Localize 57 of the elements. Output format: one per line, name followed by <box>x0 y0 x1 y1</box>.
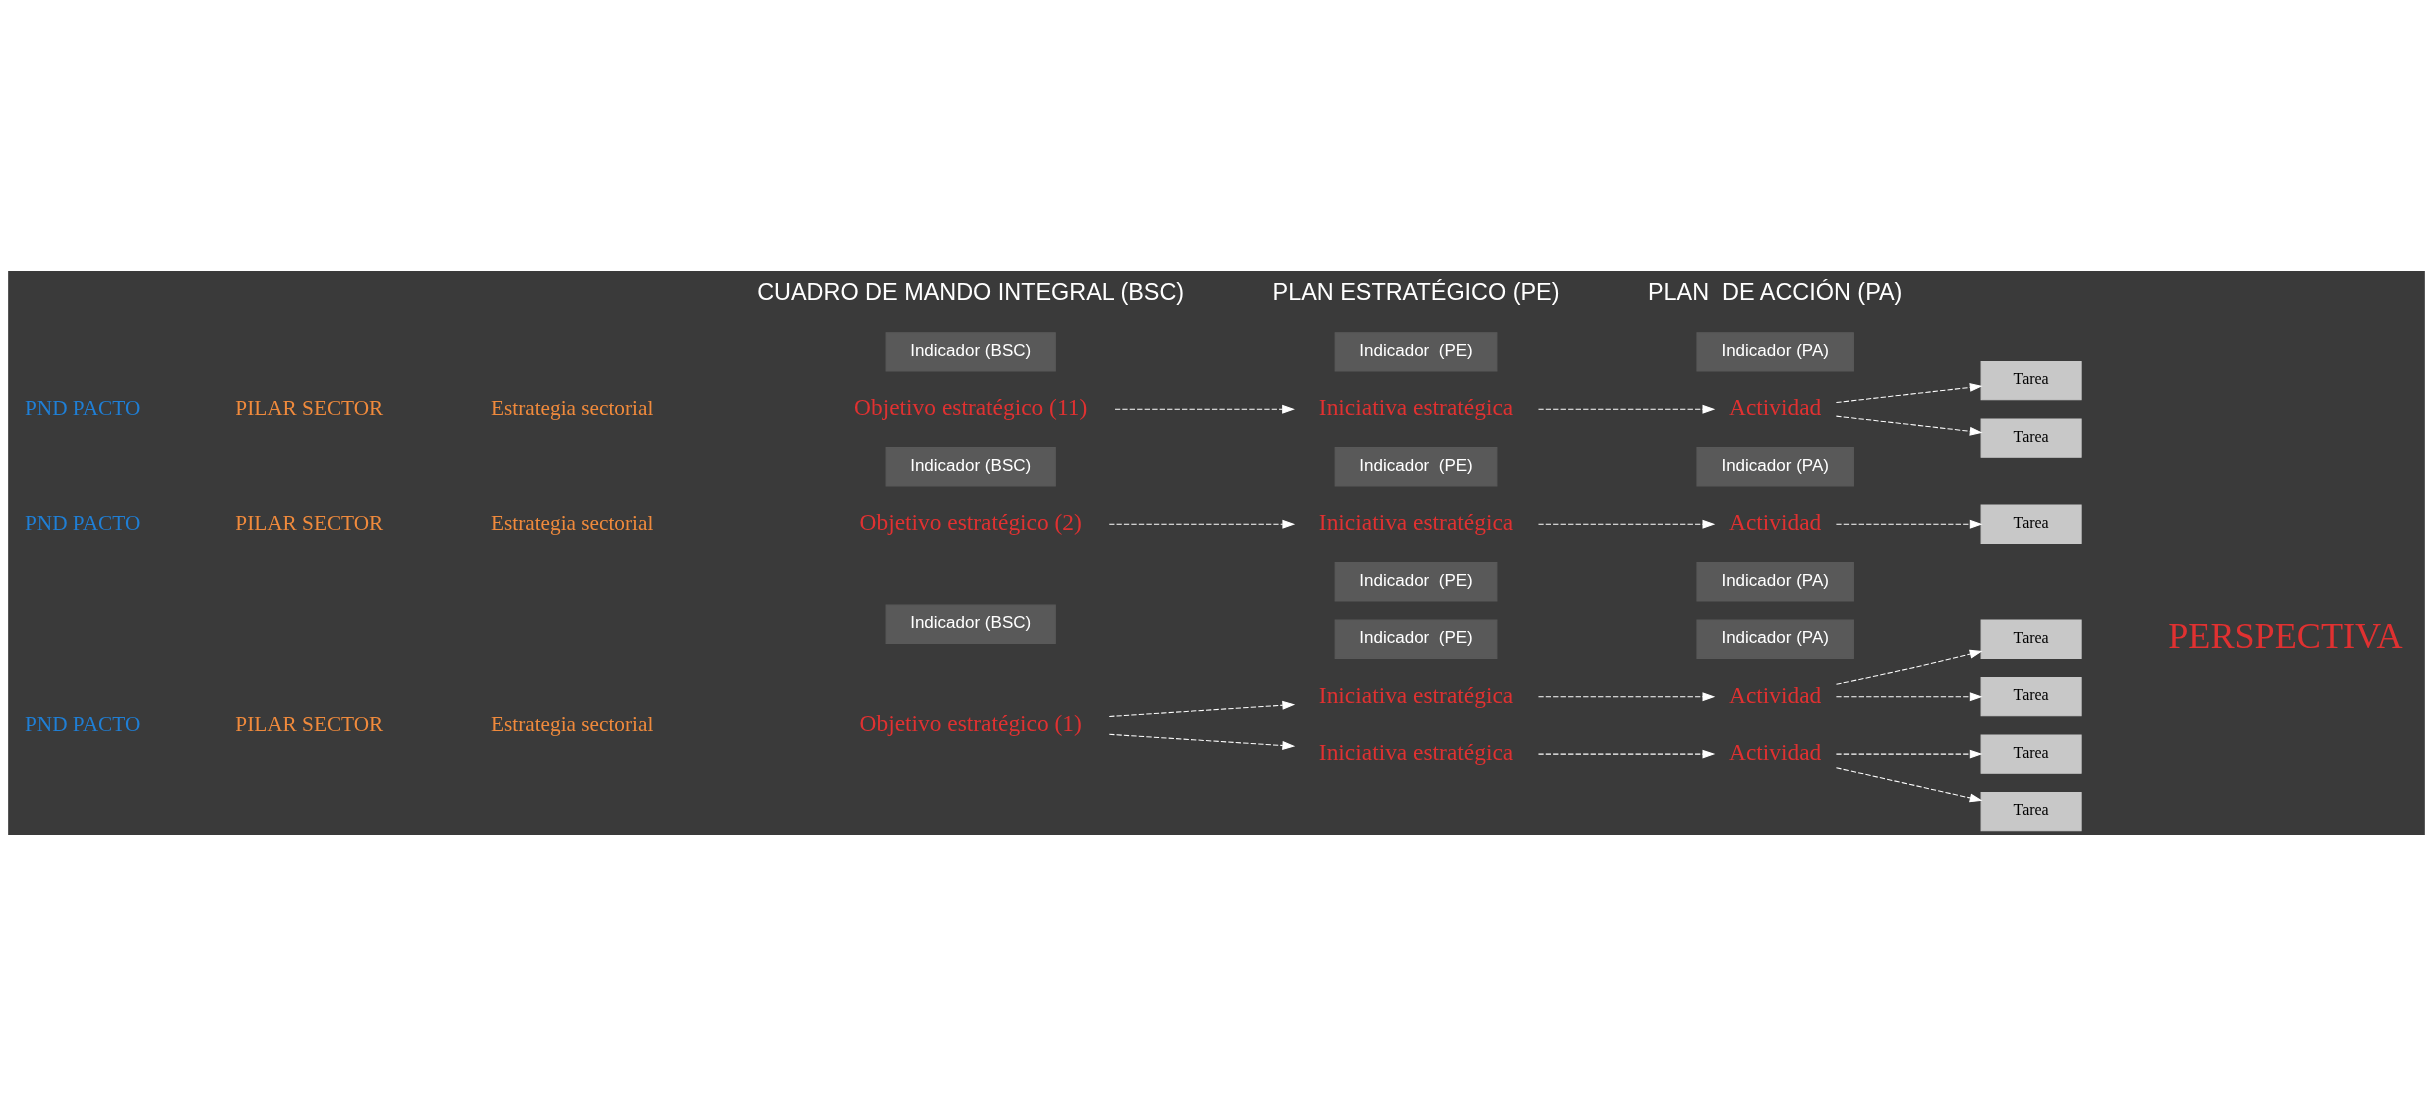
node-box: Indicador (PA) <box>1696 619 1854 659</box>
label: PILAR SECTOR <box>235 711 384 736</box>
node-box: Indicador (PE) <box>1334 619 1498 659</box>
node-text: Iniciativa estratégica <box>1318 508 1514 535</box>
node-text: Actividad <box>1729 393 1822 420</box>
node-text: Iniciativa estratégica <box>1318 393 1514 420</box>
arrow <box>1537 404 1716 414</box>
label: PND PACTO <box>25 711 141 736</box>
node-box: Tarea <box>1980 733 2082 774</box>
node-text: Iniciativa estratégica <box>1318 738 1514 765</box>
node-box: Tarea <box>1980 791 2082 831</box>
label: Estrategia sectorial <box>490 510 654 535</box>
node-box: Indicador (PE) <box>1334 331 1498 372</box>
node-box: Indicador (BSC) <box>885 604 1056 644</box>
node-box: Indicador (PA) <box>1696 331 1854 372</box>
arrow <box>1537 691 1716 701</box>
arrow <box>1835 382 1983 403</box>
arrow <box>1108 519 1296 529</box>
arrow <box>1835 691 1983 701</box>
node-box: Indicador (BSC) <box>885 331 1056 372</box>
node-box: Tarea <box>1980 676 2082 716</box>
label: PILAR SECTOR <box>235 510 384 535</box>
arrow <box>1835 766 1983 802</box>
label: PILAR SECTOR <box>235 395 384 420</box>
node-text: Objetivo estratégico (2) <box>859 508 1082 535</box>
node-box: Tarea <box>1980 417 2082 458</box>
arrow <box>1108 733 1296 750</box>
node-box: Indicador (PA) <box>1696 561 1854 601</box>
node-box: Tarea <box>1980 360 2082 400</box>
arrow <box>1108 700 1296 717</box>
arrow <box>1835 649 1983 685</box>
node-box: Tarea <box>1980 504 2082 544</box>
arrow <box>1835 415 1983 436</box>
node-box: Indicador (BSC) <box>885 446 1056 486</box>
label: PLAN DE ACCIÓN (PA) <box>1647 278 1903 305</box>
label: CUADRO DE MANDO INTEGRAL (BSC) <box>757 278 1185 305</box>
label: PERSPECTIVA <box>2168 615 2403 656</box>
label: Estrategia sectorial <box>490 711 654 736</box>
arrow <box>1114 404 1295 414</box>
label: PND PACTO <box>25 510 141 535</box>
node-text: Objetivo estratégico (1) <box>859 709 1082 736</box>
node-box: Tarea <box>1980 619 2082 659</box>
arrow <box>1835 749 1983 759</box>
label: PND PACTO <box>25 395 141 420</box>
arrow <box>1835 519 1983 529</box>
arrow <box>1537 519 1716 529</box>
arrow <box>1537 749 1716 759</box>
node-text: Actividad <box>1729 681 1822 708</box>
node-box: Indicador (PA) <box>1696 446 1854 486</box>
node-text: Actividad <box>1729 738 1822 765</box>
label: PLAN ESTRATÉGICO (PE) <box>1272 278 1560 305</box>
label: Estrategia sectorial <box>490 395 654 420</box>
node-box: Indicador (PE) <box>1334 446 1498 486</box>
node-text: Iniciativa estratégica <box>1318 681 1514 708</box>
node-text: Objetivo estratégico (11) <box>854 393 1088 420</box>
node-text: Actividad <box>1729 508 1822 535</box>
node-box: Indicador (PE) <box>1334 561 1498 601</box>
